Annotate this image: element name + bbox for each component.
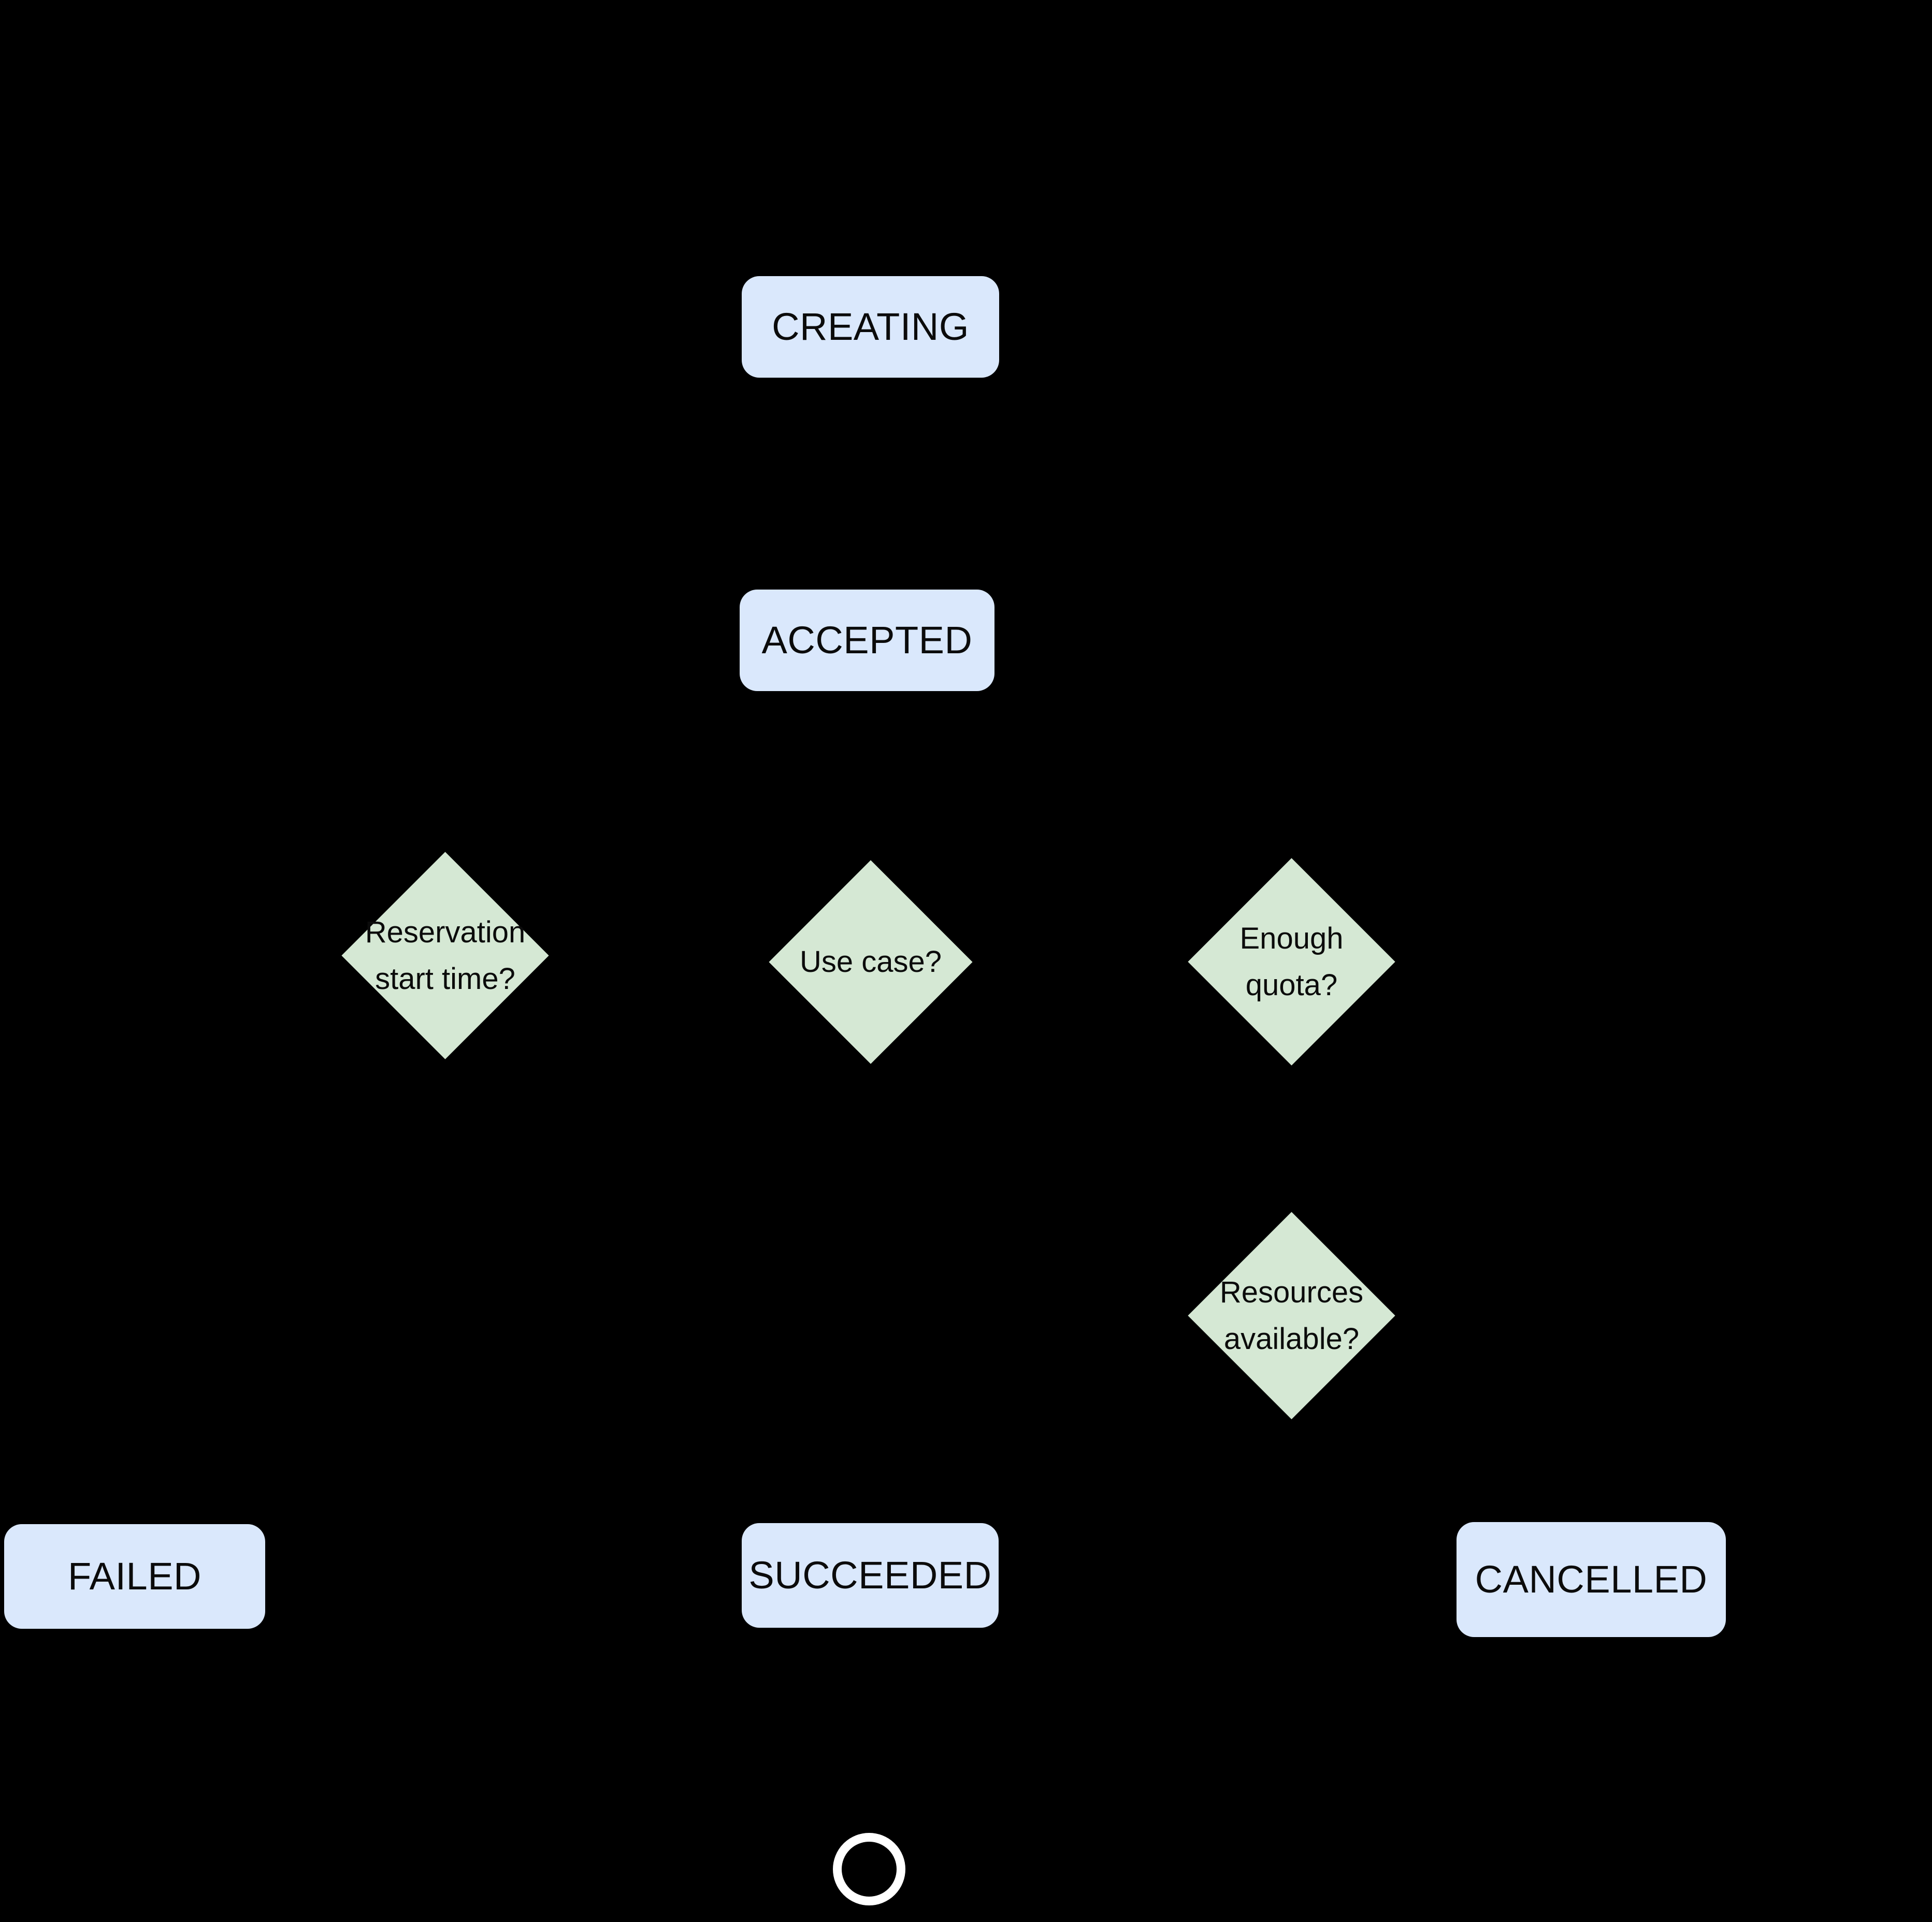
edge-accepted-to-reservation xyxy=(443,691,872,872)
decision-use-case-label: Use case? xyxy=(799,945,942,979)
state-succeeded[interactable]: SUCCEEDED xyxy=(742,1523,999,1628)
state-creating[interactable]: CREATING xyxy=(742,276,999,378)
edge-reservation-to-failed xyxy=(133,1029,448,1514)
decision-use-case[interactable]: Use case? xyxy=(769,860,973,1064)
end-node-circle-icon[interactable] xyxy=(833,1833,905,1905)
state-failed[interactable]: FAILED xyxy=(4,1524,265,1629)
decision-resources-available-label: Resources available? xyxy=(1219,1275,1364,1356)
decision-enough-quota-label: Enough quota? xyxy=(1239,921,1344,1002)
edge-resources-to-cancelled xyxy=(1290,1389,1593,1512)
state-accepted[interactable]: ACCEPTED xyxy=(740,590,994,691)
decision-reservation-start-time[interactable]: Reservation start time? xyxy=(341,852,549,1059)
decision-enough-quota[interactable]: Enough quota? xyxy=(1188,858,1395,1066)
decision-resources-available[interactable]: Resources available? xyxy=(1188,1212,1395,1419)
edge-accepted-to-quota xyxy=(868,691,1294,878)
state-cancelled[interactable]: CANCELLED xyxy=(1457,1522,1726,1637)
decision-reservation-start-time-label: Reservation start time? xyxy=(365,915,526,996)
